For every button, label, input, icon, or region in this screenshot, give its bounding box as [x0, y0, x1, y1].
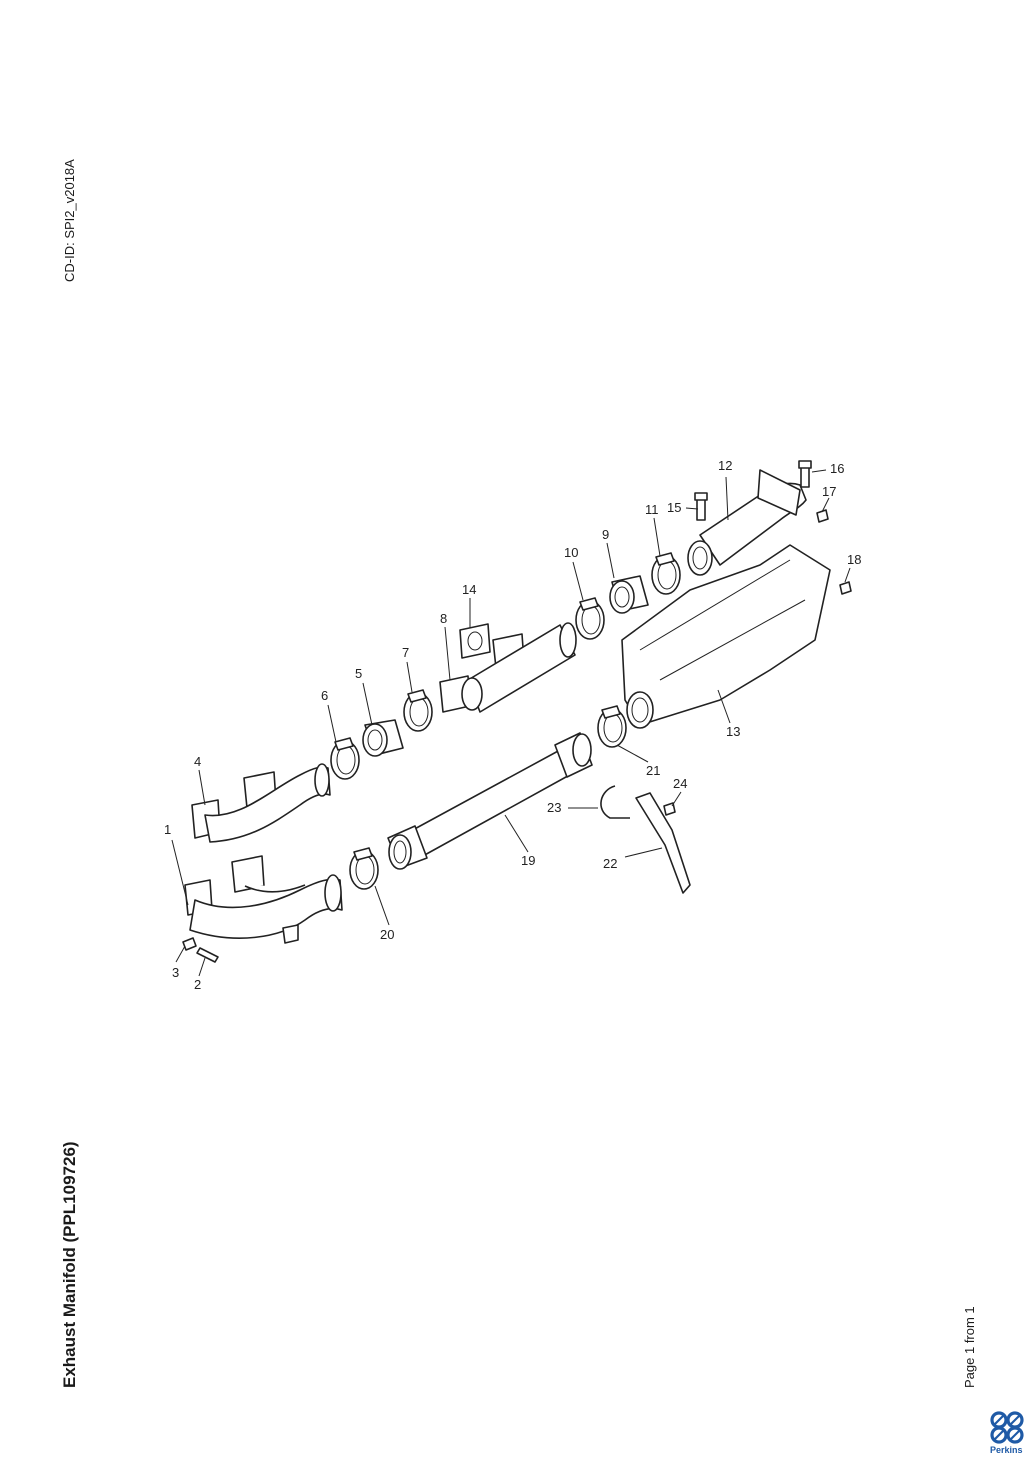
callout-3: 3 — [172, 965, 179, 980]
part-5-sleeve — [362, 719, 404, 757]
part-21-clamp — [597, 705, 627, 748]
callout-20: 20 — [380, 927, 394, 942]
brand-name: Perkins — [990, 1445, 1023, 1455]
callout-19: 19 — [521, 853, 535, 868]
callout-23: 23 — [547, 800, 561, 815]
part-10-clamp — [575, 597, 605, 640]
part-11-clamp — [651, 552, 681, 595]
callout-11: 11 — [645, 502, 659, 517]
callout-8: 8 — [440, 611, 447, 626]
callout-14: 14 — [462, 582, 476, 597]
callout-7: 7 — [402, 645, 409, 660]
callout-21: 21 — [646, 763, 660, 778]
callout-18: 18 — [847, 552, 861, 567]
part-1-manifold-pipe — [184, 855, 343, 944]
callout-10: 10 — [564, 545, 578, 560]
leader-lines — [171, 469, 851, 977]
part-3-nut — [182, 937, 197, 951]
callout-1: 1 — [164, 822, 171, 837]
callout-12: 12 — [718, 458, 732, 473]
part-20-clamp — [349, 847, 379, 890]
part-22-bracket — [635, 792, 691, 894]
callout-15: 15 — [667, 500, 681, 515]
callout-4: 4 — [194, 754, 201, 769]
callout-13: 13 — [726, 724, 740, 739]
part-6-clamp — [330, 737, 360, 780]
callout-labels: 1 2 3 4 5 6 7 8 9 10 11 12 13 14 15 16 1… — [164, 458, 861, 992]
callout-6: 6 — [321, 688, 328, 703]
part-23-u-bolt — [600, 785, 630, 819]
callout-16: 16 — [830, 461, 844, 476]
callout-17: 17 — [822, 484, 836, 499]
callout-9: 9 — [602, 527, 609, 542]
part-13-manifold — [621, 544, 831, 729]
callout-5: 5 — [355, 666, 362, 681]
callout-22: 22 — [603, 856, 617, 871]
part-14-gasket — [459, 623, 491, 659]
callout-24: 24 — [673, 776, 687, 791]
part-2-bolt — [196, 947, 219, 963]
part-7-clamp — [403, 689, 433, 732]
part-15-bolt — [694, 492, 708, 521]
part-18-nut — [839, 581, 852, 595]
part-19-pipe — [387, 732, 593, 870]
perkins-logo-icon — [990, 1411, 1024, 1444]
part-16-bolt — [798, 460, 812, 488]
callout-2: 2 — [194, 977, 201, 992]
part-4-manifold-pipe — [191, 763, 331, 843]
part-9-sleeve — [609, 575, 649, 614]
part-12-manifold — [687, 469, 807, 576]
part-8-manifold-pipe — [439, 622, 577, 713]
